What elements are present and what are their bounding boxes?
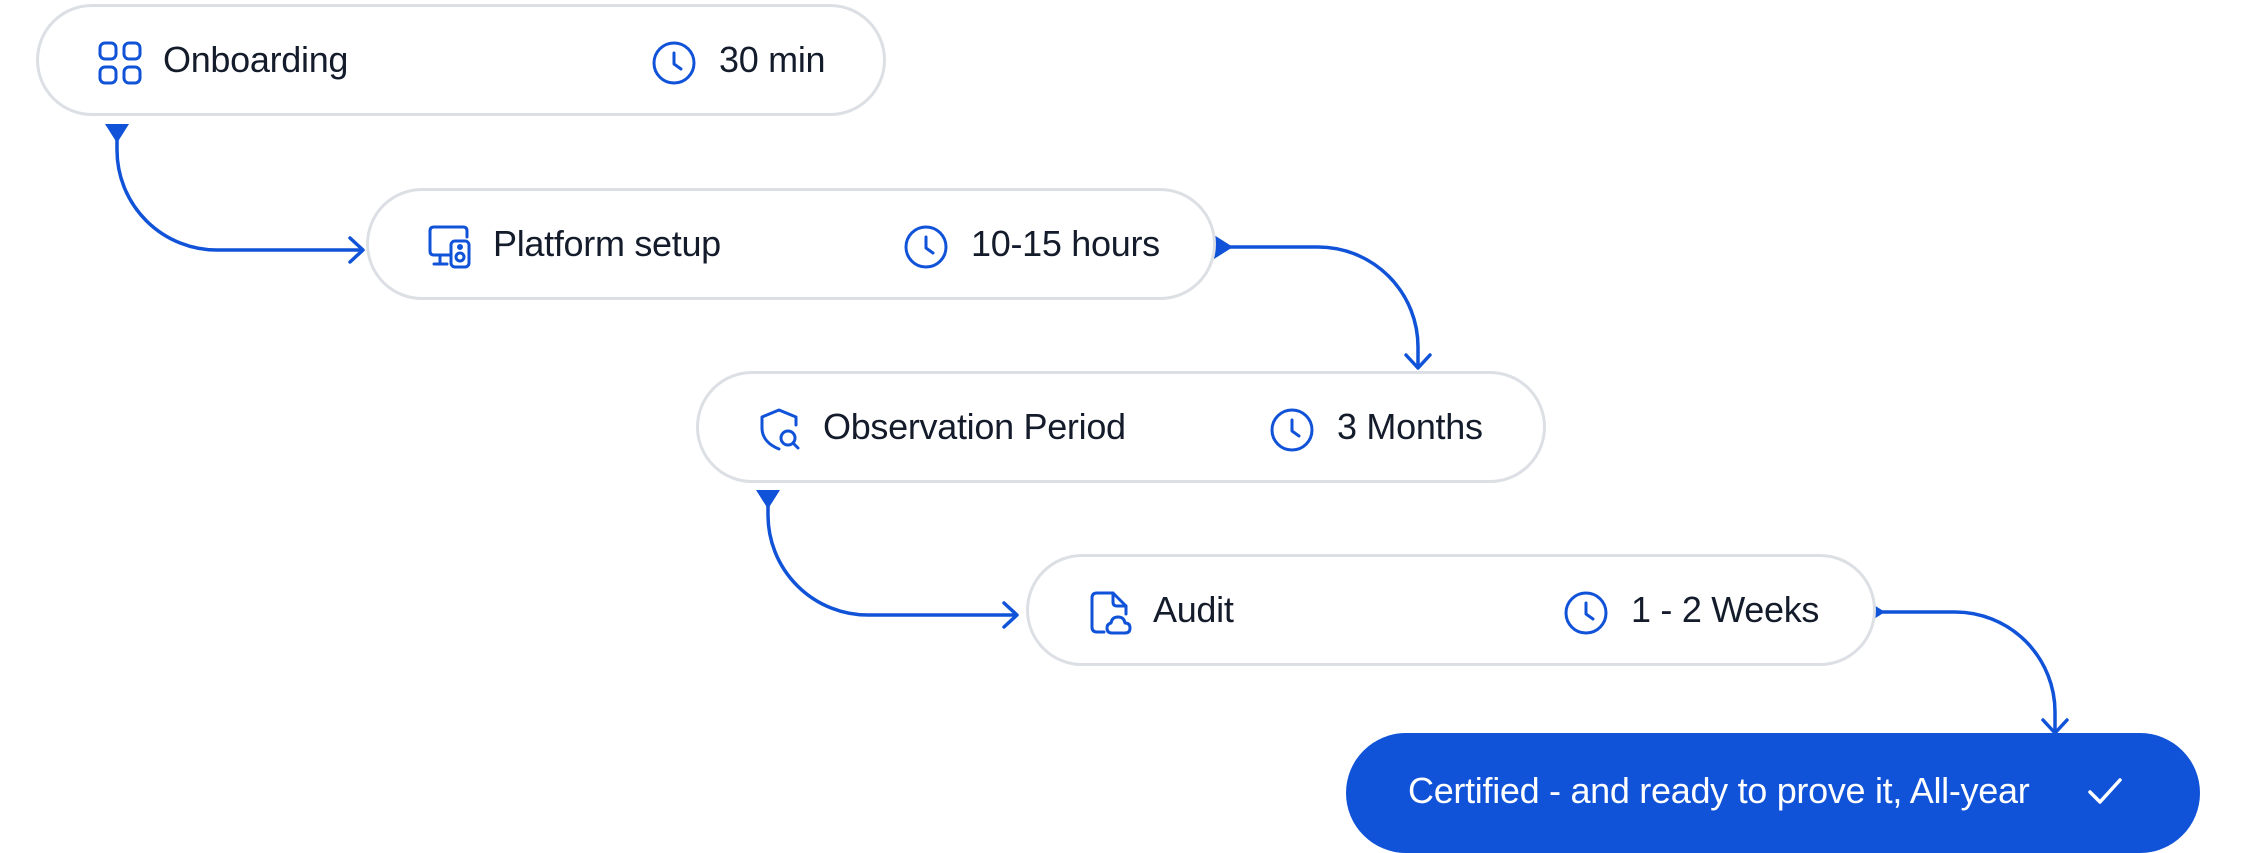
step-label: Audit <box>1153 589 1234 630</box>
check-icon <box>2085 771 2125 811</box>
arrowhead-audit <box>1002 601 1019 629</box>
connector-start-platform-setup <box>1214 235 1233 259</box>
clock-icon <box>903 224 949 270</box>
connector-start-observation <box>756 490 780 509</box>
connector-platform-setup-to-observation <box>1226 245 1420 369</box>
step-label: Observation Period <box>823 406 1126 447</box>
shield-search-icon <box>757 407 803 453</box>
step-observation-period: Observation Period 3 Months <box>696 371 1546 483</box>
step-duration: 3 Months <box>1337 406 1483 447</box>
step-label: Platform setup <box>493 223 721 264</box>
arrowhead-platform-setup <box>348 236 365 264</box>
step-label: Onboarding <box>163 39 349 80</box>
arrowhead-observation <box>1404 353 1432 370</box>
connector-start-onboarding <box>105 124 129 143</box>
certified-badge: Certified - and ready to prove it, All-y… <box>1346 733 2200 853</box>
step-duration: 30 min <box>719 39 826 80</box>
connector-onboarding-to-platform-setup <box>115 126 364 252</box>
step-platform-setup: Platform setup 10-15 hours <box>366 188 1216 300</box>
certified-label: Certified - and ready to prove it, All-y… <box>1408 770 2030 811</box>
connector-observation-to-audit <box>766 493 1018 617</box>
monitor-speaker-icon <box>427 224 473 270</box>
step-duration: 1 - 2 Weeks <box>1631 589 1820 630</box>
step-onboarding: Onboarding 30 min <box>36 4 886 116</box>
clock-icon <box>1269 407 1315 453</box>
document-cloud-icon <box>1087 590 1133 636</box>
step-duration: 10-15 hours <box>971 223 1160 264</box>
clock-icon <box>1563 590 1609 636</box>
connector-audit-to-certified <box>1878 610 2057 734</box>
clock-icon <box>651 40 697 86</box>
grid-icon <box>97 40 143 86</box>
step-audit: Audit 1 - 2 Weeks <box>1026 554 1876 666</box>
